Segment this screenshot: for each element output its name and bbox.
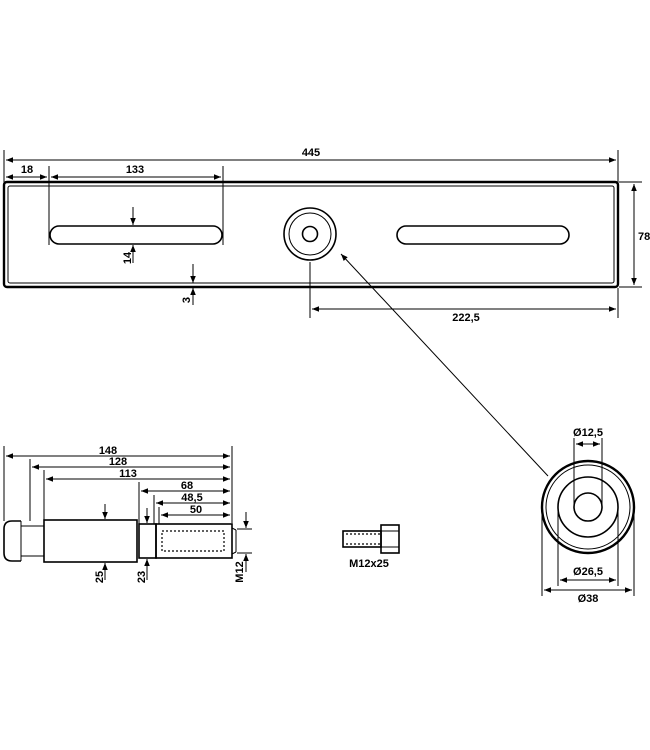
bolt-shank bbox=[342, 530, 382, 548]
thread-label: M12 bbox=[234, 561, 246, 582]
bushing-middle-label: Ø26,5 bbox=[573, 566, 603, 578]
bolt: M12x25 bbox=[342, 524, 400, 570]
dim-thread: M12 bbox=[234, 512, 252, 583]
pin-shaft bbox=[43, 519, 138, 563]
bushing-outer-label: Ø38 bbox=[578, 593, 599, 605]
dim-bushing-inner: Ø12,5 bbox=[573, 427, 603, 505]
plate-hole-inner bbox=[301, 225, 319, 243]
pin-total-length-label: 148 bbox=[99, 445, 117, 457]
pin-thread-lines bbox=[161, 530, 225, 552]
plate-hole-outer bbox=[283, 207, 337, 261]
dim-bushing-outer: Ø38 bbox=[541, 507, 635, 605]
bushing-bore bbox=[573, 492, 603, 522]
dim-slot-width: 14 bbox=[122, 207, 136, 264]
detail-leader-arrow bbox=[340, 253, 549, 477]
left-slot bbox=[49, 225, 223, 245]
dim-collar-diameter: 23 bbox=[136, 508, 150, 583]
bushing-detail bbox=[540, 459, 636, 555]
pin-thread-end bbox=[155, 523, 233, 559]
bushing-inner-label: Ø12,5 bbox=[573, 427, 603, 439]
dim-slot-position: 18 133 bbox=[6, 164, 224, 245]
pin-length-5-label: 48,5 bbox=[181, 492, 202, 504]
plate-height-label: 78 bbox=[638, 231, 650, 243]
dim-plate-height: 78 bbox=[619, 181, 650, 288]
bushing-outer-circle bbox=[540, 459, 636, 555]
bolt-head bbox=[380, 524, 400, 554]
plate-outline bbox=[2, 180, 620, 289]
collar-diameter-label: 23 bbox=[136, 571, 148, 583]
pin-length-3-label: 113 bbox=[119, 468, 137, 480]
bolt-label: M12x25 bbox=[349, 558, 389, 570]
edge-offset-label: 18 bbox=[21, 164, 33, 176]
right-slot bbox=[396, 225, 570, 245]
plate-length-label: 445 bbox=[302, 147, 320, 159]
dim-shaft-diameter: 25 bbox=[94, 504, 108, 583]
dim-hole-offset: 222,5 bbox=[309, 262, 619, 324]
corner-gap-label: 3 bbox=[181, 297, 193, 303]
pin-collar bbox=[138, 523, 157, 559]
slot-width-label: 14 bbox=[122, 251, 134, 264]
pin-side-view bbox=[3, 519, 237, 563]
dim-plate-length: 445 bbox=[3, 147, 619, 183]
bushing-middle-circle bbox=[557, 476, 619, 538]
hole-offset-label: 222,5 bbox=[452, 312, 480, 324]
shaft-diameter-label: 25 bbox=[94, 571, 106, 583]
pin-length-4-label: 68 bbox=[181, 480, 193, 492]
plate-hole-ring bbox=[288, 212, 332, 256]
dim-bushing-middle: Ø26,5 bbox=[557, 510, 619, 586]
pin-length-6-label: 50 bbox=[190, 504, 202, 516]
dim-pin-lengths: 148 128 113 68 48,5 50 bbox=[3, 445, 233, 524]
mounting-plate bbox=[2, 180, 620, 289]
dim-corner-gap: 3 bbox=[181, 264, 196, 305]
slot-length-label: 133 bbox=[126, 164, 144, 176]
bushing-outer-inner-line bbox=[545, 464, 631, 550]
plate-inner-edge bbox=[7, 185, 615, 284]
pin-length-2-label: 128 bbox=[109, 456, 127, 468]
pin-head bbox=[3, 520, 21, 562]
